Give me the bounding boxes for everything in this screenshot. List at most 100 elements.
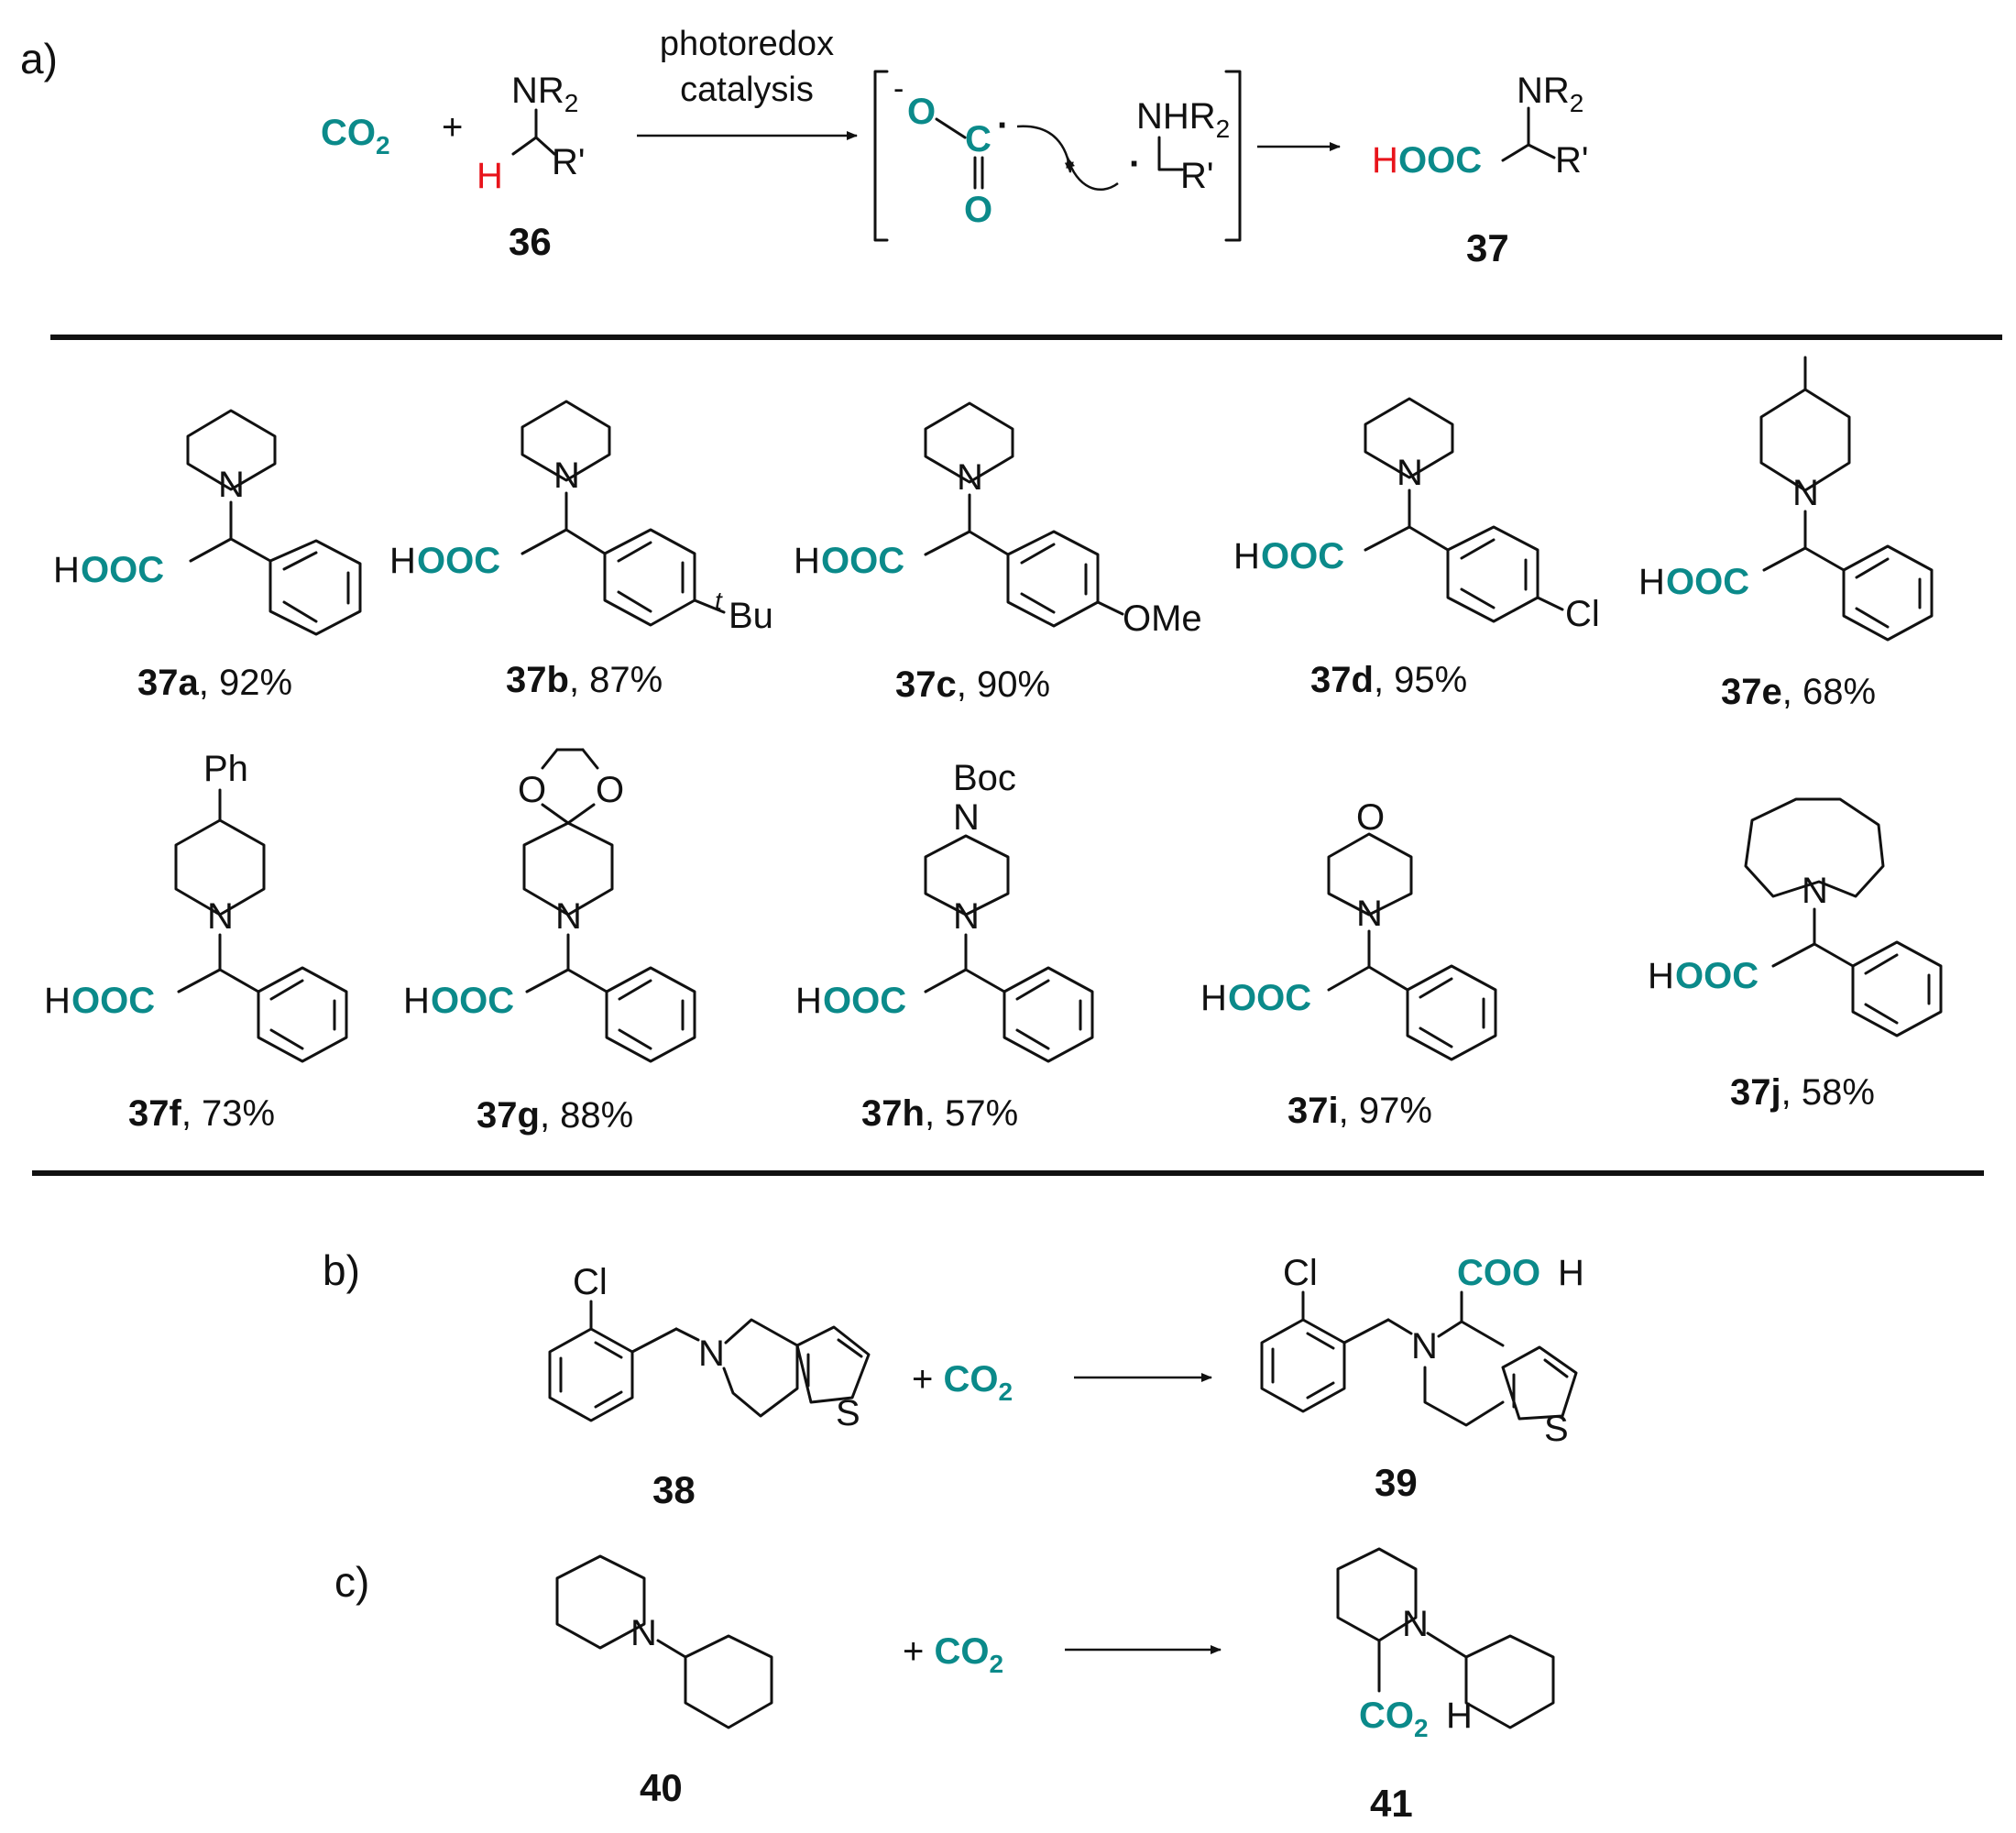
cl-label: Cl bbox=[1565, 594, 1600, 634]
structure-37h: Boc N N H OOC bbox=[795, 758, 1094, 1063]
nitrogen-atom: N bbox=[698, 1334, 725, 1374]
nitrogen-atom: N bbox=[555, 896, 582, 937]
nitrogen-atom: N bbox=[957, 457, 983, 498]
product-cooh: COO bbox=[1457, 1253, 1540, 1293]
cooh-ooc: OOC bbox=[431, 981, 514, 1021]
cooh-h: H bbox=[794, 541, 820, 581]
compound-number-36: 36 bbox=[509, 220, 552, 263]
cooh-ooc: OOC bbox=[1261, 536, 1344, 576]
cooh-h: H bbox=[1648, 956, 1674, 996]
structure-37b: N t Bu H OOC bbox=[389, 400, 773, 636]
r-prime-label: R' bbox=[552, 142, 586, 182]
plus-sign: + bbox=[442, 107, 463, 148]
co2-reagent: CO2 bbox=[321, 113, 390, 159]
cl-label: Cl bbox=[1283, 1253, 1318, 1293]
nitrogen-atom-top: N bbox=[953, 797, 980, 838]
radical-dot-n: · bbox=[1129, 144, 1141, 184]
cooh-h: H bbox=[53, 550, 80, 590]
cooh-h: H bbox=[403, 981, 430, 1021]
structure-37i: O N H OOC bbox=[1200, 797, 1497, 1061]
nitrogen-atom: N bbox=[207, 896, 234, 937]
tbu-label: Bu bbox=[729, 596, 773, 636]
tert-prefix: t bbox=[715, 587, 723, 615]
label-37e: 37e, 68% bbox=[1721, 672, 1876, 712]
structure-37f: Ph N H OOC bbox=[44, 749, 348, 1063]
structure-41: N CO2 H bbox=[1336, 1547, 1555, 1742]
product-nr2: NR2 bbox=[1517, 71, 1583, 117]
thiophene-sulfur: S bbox=[1544, 1409, 1569, 1449]
cooh-ooc: OOC bbox=[81, 550, 164, 590]
radical-intermediate: - O C · O NHR2 · R' bbox=[873, 70, 1242, 242]
compound-number-41: 41 bbox=[1370, 1782, 1413, 1825]
product-co2: CO2 bbox=[1359, 1696, 1429, 1742]
reactive-hydrogen: H bbox=[477, 156, 503, 196]
cl-label: Cl bbox=[573, 1262, 608, 1302]
nitrogen-atom: N bbox=[1397, 453, 1423, 493]
nitrogen-atom: N bbox=[953, 896, 980, 937]
morpholine-oxygen: O bbox=[1356, 797, 1385, 838]
label-37g: 37g, 88% bbox=[477, 1095, 633, 1136]
nitrogen-atom: N bbox=[630, 1613, 657, 1653]
cooh-ooc: OOC bbox=[1675, 956, 1759, 996]
structure-39: Cl N COO H S bbox=[1260, 1253, 1584, 1449]
cooh-ooc: OOC bbox=[823, 981, 906, 1021]
label-37a: 37a, 92% bbox=[137, 663, 292, 703]
structure-37e: N H OOC bbox=[1638, 356, 1934, 642]
nitrogen-atom: N bbox=[1802, 871, 1828, 911]
structure-38: Cl N S bbox=[548, 1262, 871, 1433]
cooh-h: H bbox=[1638, 562, 1665, 602]
thiophene-sulfur: S bbox=[836, 1393, 860, 1433]
compound-number-39: 39 bbox=[1375, 1461, 1418, 1504]
nitrogen-atom: N bbox=[1402, 1604, 1429, 1644]
product-co2-h: H bbox=[1446, 1696, 1473, 1736]
product-r-prime: R' bbox=[1555, 140, 1589, 181]
structure-37c: N OMe H OOC bbox=[794, 401, 1202, 639]
cooh-h: H bbox=[44, 981, 71, 1021]
cooh-h: H bbox=[1200, 978, 1227, 1018]
structure-37a: N H OOC bbox=[53, 409, 362, 636]
section-label-a: a) bbox=[20, 35, 58, 82]
cooh-h: H bbox=[795, 981, 822, 1021]
nhr2-label: NHR2 bbox=[1136, 96, 1230, 143]
nitrogen-atom: N bbox=[553, 456, 580, 496]
dioxolane-o-left: O bbox=[518, 770, 546, 810]
label-37f: 37f, 73% bbox=[128, 1093, 275, 1134]
ph-label: Ph bbox=[203, 749, 248, 789]
label-37d: 37d, 95% bbox=[1310, 660, 1467, 700]
label-37i: 37i, 97% bbox=[1287, 1091, 1432, 1131]
intermediate-r-prime: R' bbox=[1180, 156, 1214, 196]
radical-dot-c: · bbox=[997, 105, 1009, 146]
arrow-label-catalysis: catalysis bbox=[680, 71, 814, 109]
section-label-b: b) bbox=[323, 1246, 360, 1294]
cooh-h: H bbox=[1233, 536, 1260, 576]
plus-co2-c: + CO2 bbox=[903, 1631, 1003, 1678]
label-37j: 37j, 58% bbox=[1730, 1072, 1875, 1113]
carboxyl-oxygen: O bbox=[907, 92, 936, 132]
nr2-label: NR2 bbox=[511, 71, 578, 117]
compound-number-37: 37 bbox=[1466, 226, 1509, 269]
section-label-c: c) bbox=[334, 1558, 369, 1606]
cooh-ooc: OOC bbox=[1666, 562, 1749, 602]
label-37b: 37b, 87% bbox=[506, 660, 663, 700]
structure-37g: O O N H OOC bbox=[403, 748, 696, 1063]
dioxolane-o-right: O bbox=[596, 770, 624, 810]
charge-minus: - bbox=[893, 71, 904, 106]
structure-37j: N H OOC bbox=[1648, 797, 1943, 1037]
nitrogen-atom: N bbox=[218, 465, 245, 505]
cooh-ooc: OOC bbox=[1228, 978, 1311, 1018]
label-37h: 37h, 57% bbox=[861, 1093, 1018, 1134]
nitrogen-atom: N bbox=[1792, 473, 1819, 513]
boc-label: Boc bbox=[953, 758, 1016, 798]
cooh-ooc: OOC bbox=[821, 541, 904, 581]
product-ooc: OOC bbox=[1398, 140, 1482, 181]
product-cooh-h: H bbox=[1558, 1253, 1584, 1293]
carbon-atom: C bbox=[965, 119, 992, 159]
plus-co2-b: + CO2 bbox=[912, 1359, 1013, 1406]
arrow-label-photoredox: photoredox bbox=[660, 25, 834, 63]
structure-37d: N Cl H OOC bbox=[1233, 397, 1600, 634]
compound-number-40: 40 bbox=[640, 1766, 683, 1809]
compound-number-38: 38 bbox=[652, 1468, 696, 1511]
cooh-ooc: OOC bbox=[417, 541, 500, 581]
cooh-h: H bbox=[389, 541, 416, 581]
